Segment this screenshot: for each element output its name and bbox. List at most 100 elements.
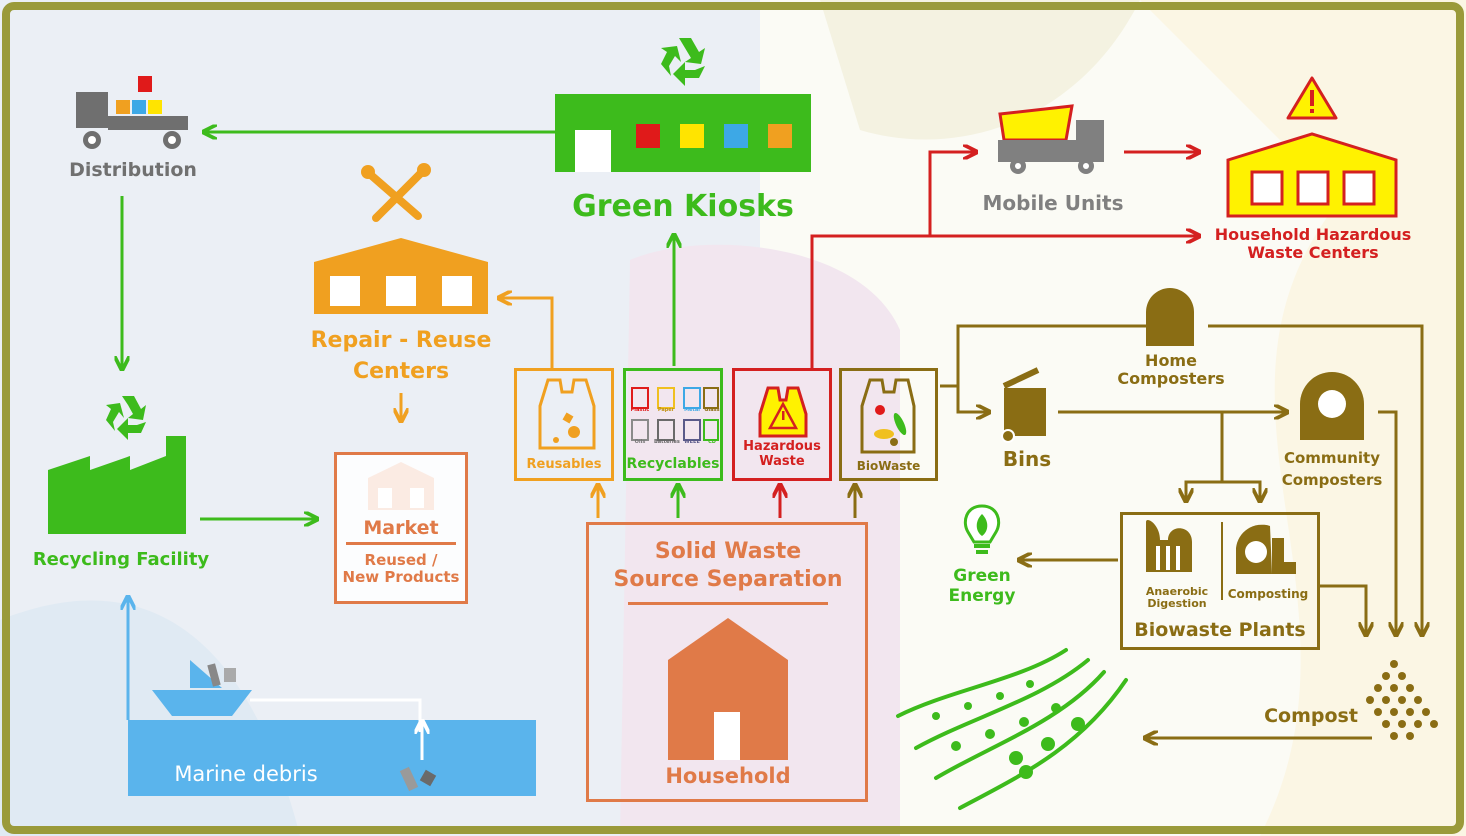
household-box (586, 522, 868, 802)
truck-cab (76, 92, 108, 128)
composting-plant-icon (1236, 524, 1296, 574)
tools-icon (361, 163, 431, 222)
boat-icon (152, 690, 252, 716)
kiosk-icon (555, 94, 811, 172)
recycling-facility-label: Recycling Facility (32, 549, 210, 570)
arrow-plants-to-compost (1320, 584, 1366, 634)
sea (128, 720, 536, 796)
bag-label-glass: Glass (704, 407, 720, 413)
arrow-community-to-compost (1378, 410, 1396, 634)
biowaste-label: BioWaste (856, 459, 921, 473)
recyclables-label: Recyclables (626, 456, 720, 472)
arrow-home-to-compost (1208, 324, 1422, 634)
hazardous-label: Hazardous Waste (732, 439, 832, 470)
repair-reuse-label: Repair - Reuse Centers (306, 326, 496, 388)
hazardous-line-2: Waste (759, 453, 805, 469)
bag-label-batteries: Batteries (654, 439, 680, 445)
solid-waste-label: Solid Waste Source Separation (600, 538, 856, 593)
hhw-building-icon (1226, 132, 1398, 218)
biowaste-box (839, 368, 938, 481)
truck-bed (108, 116, 188, 130)
bulb-icon (963, 504, 1001, 554)
reused-line-2: New Products (342, 568, 460, 587)
factory-icon (48, 436, 186, 534)
reusables-bag-icon (538, 378, 596, 450)
energy-line-1: Green (953, 566, 1011, 586)
reusables-label: Reusables (526, 457, 602, 472)
recycle-icon (661, 38, 705, 86)
arrow-bins-to-plants-b (1222, 480, 1260, 500)
warning-icon (1286, 76, 1338, 120)
recyclables-box (623, 368, 723, 481)
distribution-label: Distribution (69, 159, 197, 181)
arrow-to-mobile-units (928, 152, 975, 236)
anaerobic-line-1: Anaerobic (1145, 585, 1209, 598)
home-line-1: Home (1145, 351, 1197, 370)
biowaste-plants-label: Biowaste Plants (1134, 619, 1306, 641)
market-label: Market (346, 517, 456, 545)
sunken-bottle-icon (399, 766, 419, 792)
biowaste-bag-icon (860, 378, 916, 454)
marine-debris-label: Marine debris (174, 762, 318, 786)
anaerobic-line-2: Digestion (1147, 597, 1207, 611)
recycle-icon (106, 396, 146, 440)
community-composter-icon (1300, 372, 1364, 440)
mobile-unit-truck (998, 104, 1104, 174)
compost-pile-icon (1366, 660, 1438, 740)
repair-line-1: Repair - Reuse (310, 328, 492, 353)
marine-area (128, 660, 536, 796)
bag-label-metal: Metal (684, 407, 700, 413)
bin-icon (1001, 367, 1046, 443)
hhw-line-1: Household Hazardous (1214, 225, 1412, 244)
bag-label-oils: Oils (634, 439, 646, 445)
home-composters-label: Home Composters (1104, 352, 1238, 387)
house-icon (668, 618, 788, 760)
green-kiosks-label: Green Kiosks (572, 189, 794, 224)
debris-bottle-icon (207, 663, 221, 687)
sunken-can-icon (419, 769, 437, 787)
green-energy-label: Green Energy (940, 566, 1024, 607)
community-line-1: Community (1283, 449, 1381, 467)
hazardous-bag-icon (758, 386, 808, 438)
community-composters-label: Community Composters (1270, 448, 1394, 492)
arrow-hazardous-to-hhw (810, 236, 1198, 368)
community-line-2: Composters (1281, 470, 1383, 489)
connectors (122, 132, 1422, 738)
bag-label-weee: WEEE (684, 439, 700, 445)
household-label: Household (665, 764, 791, 788)
mobile-units-label: Mobile Units (982, 191, 1124, 215)
home-line-2: Composters (1117, 368, 1225, 388)
reusables-box (514, 368, 614, 481)
bag-label-cd: CD (708, 439, 716, 445)
debris-can-icon (224, 668, 236, 682)
arrow-biowaste-to-bins (956, 386, 988, 412)
bag-label-plastic: Plastic (630, 407, 650, 413)
repair-building-icon (314, 238, 488, 314)
energy-line-2: Energy (948, 586, 1016, 607)
arrow-reusables-to-repair (500, 298, 554, 368)
reused-new-label: Reused / New Products (334, 551, 468, 587)
hazardous-line-1: Hazardous (743, 439, 821, 454)
anaerobic-label: Anaerobic Digestion (1134, 585, 1220, 611)
distribution-truck (76, 76, 188, 149)
compost-label: Compost (1264, 705, 1358, 727)
solid-waste-line-1: Solid Waste (654, 539, 802, 564)
hhw-centers-label: Household Hazardous Waste Centers (1206, 225, 1420, 263)
composting-label: Composting (1227, 587, 1309, 601)
reused-line-1: Reused / (364, 551, 438, 569)
hazardous-box (732, 368, 832, 481)
biowaste-plants-box (1120, 512, 1320, 650)
recyclables-bags-icon (631, 387, 719, 441)
solid-waste-line-2: Source Separation (613, 566, 843, 592)
home-composter-icon (1146, 288, 1194, 346)
hhw-line-2: Waste Centers (1247, 243, 1379, 263)
repair-line-2: Centers (352, 358, 450, 384)
arrow-biowaste-to-home-composters (940, 326, 1160, 388)
arrow-bins-to-plants-a (1186, 412, 1224, 500)
market-box (334, 452, 468, 604)
solid-waste-underline (628, 602, 828, 605)
bins-label: Bins (1002, 447, 1052, 471)
